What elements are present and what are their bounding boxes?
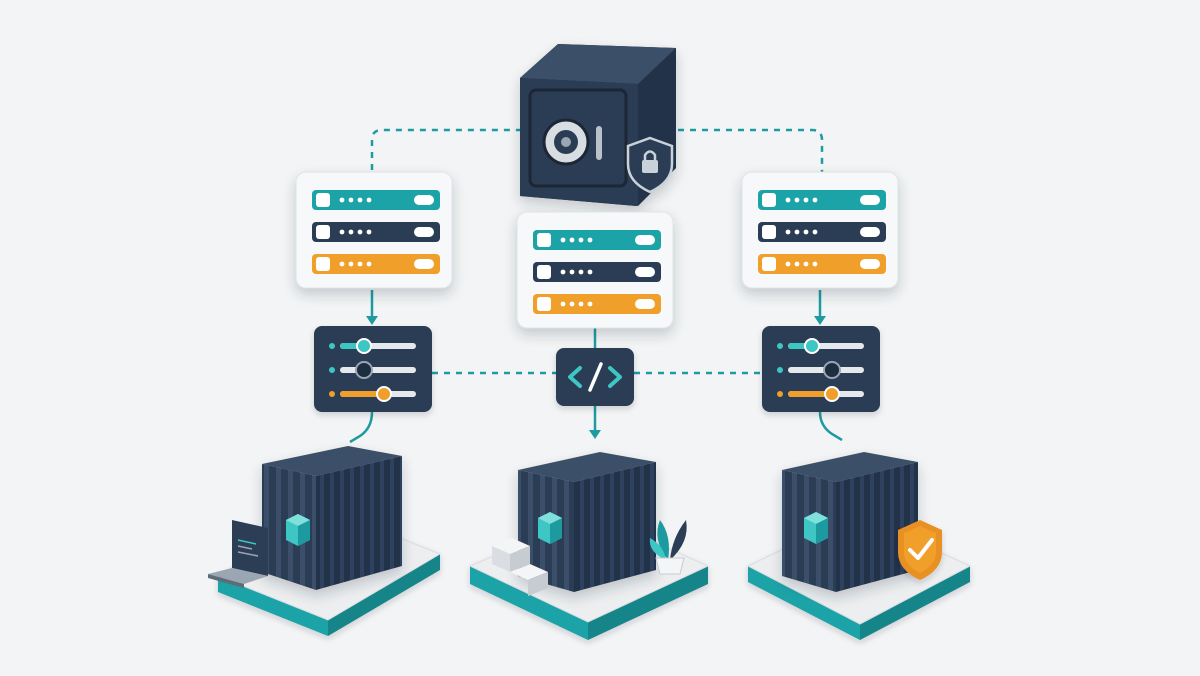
dashed-link-vault-right — [678, 128, 824, 172]
slider-row-orange — [777, 386, 864, 402]
dashed-link-vault-left — [370, 128, 520, 170]
slider-row-navy — [777, 361, 864, 379]
safe-handle — [596, 126, 602, 160]
arrow-down-icon — [589, 430, 601, 439]
config-card-right — [741, 171, 899, 289]
slider-row-navy — [329, 361, 416, 379]
shield-lock-icon — [626, 136, 674, 194]
code-brackets-icon — [556, 348, 634, 406]
container-icon — [804, 512, 828, 544]
connector-lines — [349, 128, 843, 444]
settings-sliders-right — [762, 326, 880, 412]
container-center — [518, 452, 656, 592]
arrow-down-icon — [366, 316, 378, 325]
config-row-orange — [312, 254, 440, 274]
container-icon — [538, 512, 562, 544]
slider-row-teal — [329, 338, 416, 354]
plant-icon — [649, 520, 687, 575]
link-mixer-left-container — [349, 411, 374, 444]
shield-check-icon — [898, 520, 942, 580]
arrow-down-icon — [814, 316, 826, 325]
config-row-navy — [533, 262, 661, 282]
config-row-teal — [758, 190, 886, 210]
config-row-navy — [758, 222, 886, 242]
config-row-teal — [312, 190, 440, 210]
safe-vault-icon — [520, 44, 676, 206]
config-row-navy — [312, 222, 440, 242]
config-card-left — [295, 171, 453, 289]
config-card-center — [516, 211, 674, 329]
slider-row-orange — [329, 386, 416, 402]
config-row-orange — [758, 254, 886, 274]
settings-sliders-left — [314, 326, 432, 412]
container-icon — [286, 514, 310, 546]
slider-row-teal — [777, 338, 864, 354]
config-row-orange — [533, 294, 661, 314]
container-right — [782, 452, 918, 592]
steps-blocks — [492, 538, 548, 596]
laptop-icon — [208, 520, 268, 588]
arrowheads — [366, 316, 826, 439]
container-left — [262, 446, 402, 590]
link-mixer-right-container — [818, 411, 843, 442]
config-row-teal — [533, 230, 661, 250]
